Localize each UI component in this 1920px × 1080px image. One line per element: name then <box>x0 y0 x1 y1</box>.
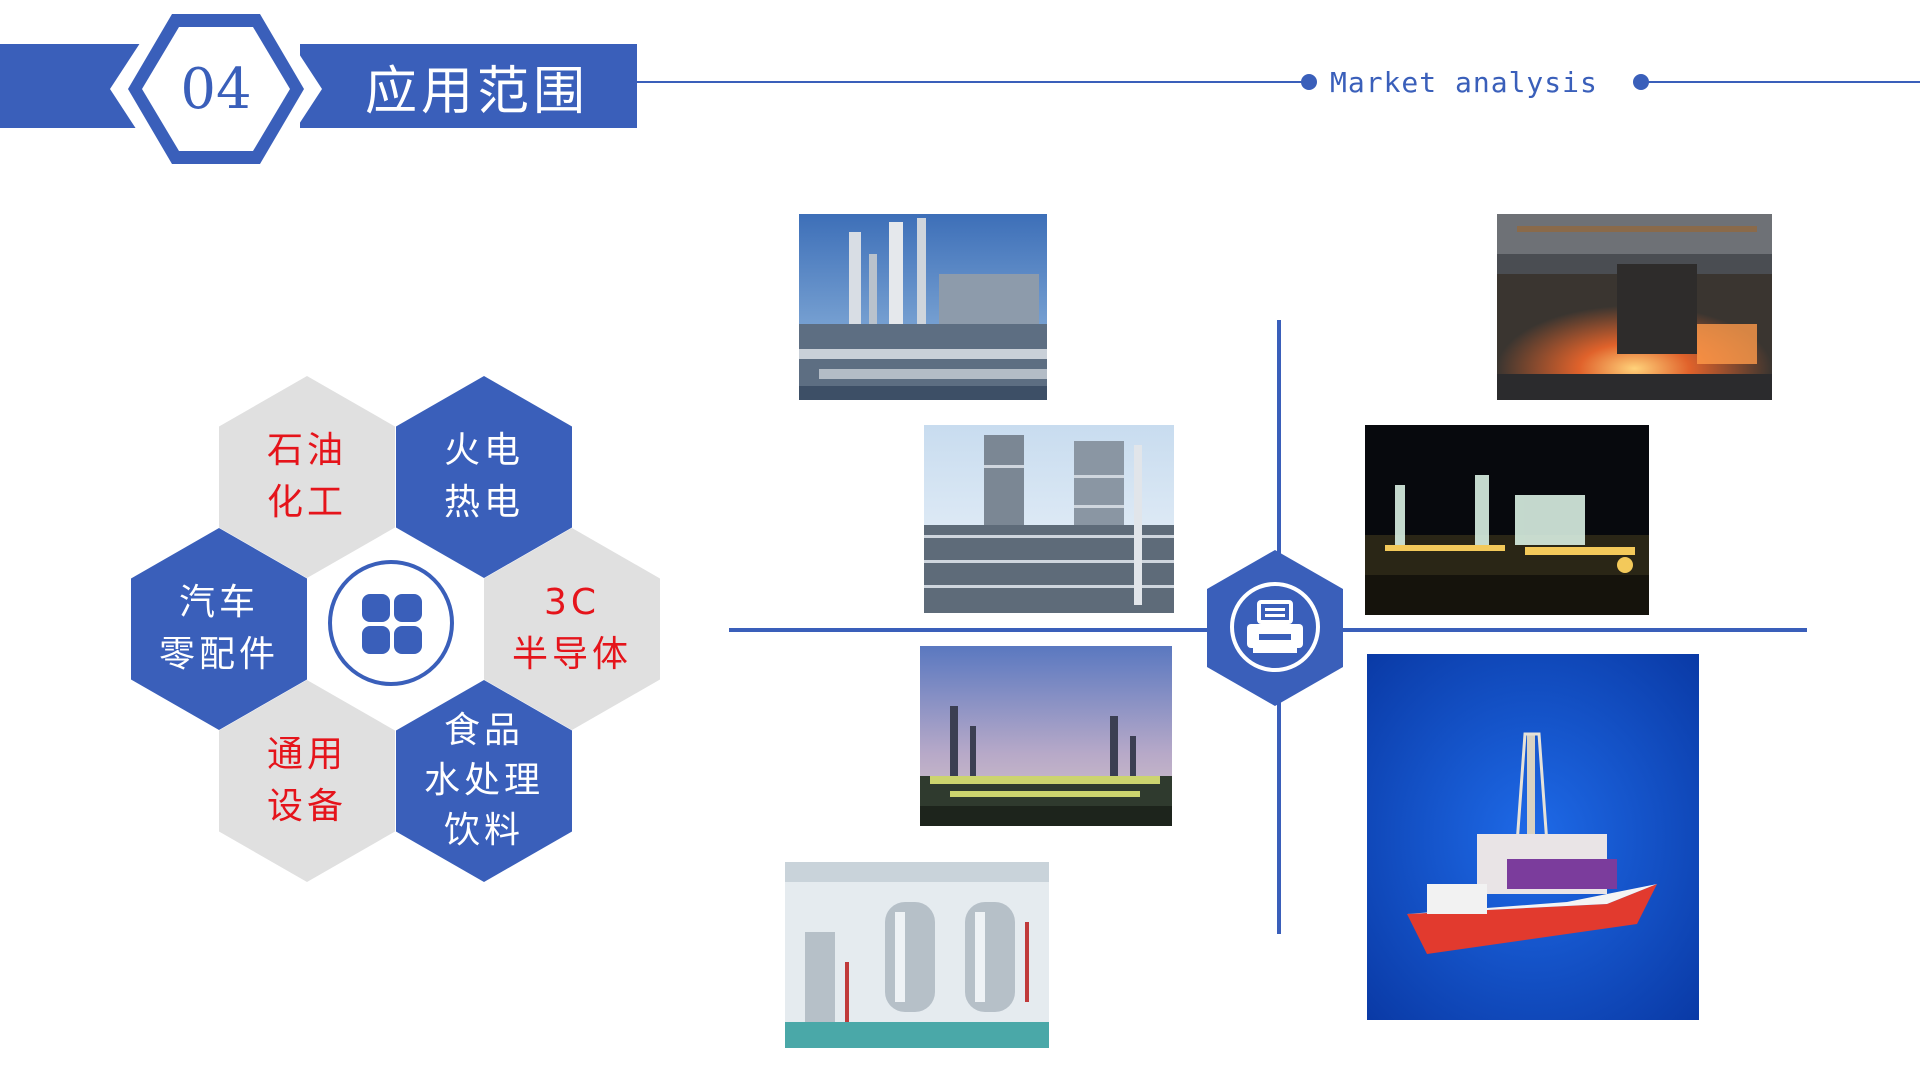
honeycomb-center-ring <box>328 560 454 686</box>
hex-label-line: 化工 <box>266 482 347 523</box>
hex-general-equipment: 通用 设备 <box>219 680 395 882</box>
photo-stainless-tanks <box>785 862 1049 1048</box>
hex-label-line: 热电 <box>443 482 524 523</box>
hex-auto-parts: 汽车 零配件 <box>131 528 307 730</box>
hex-label-line: 水处理 <box>423 760 544 801</box>
hex-label-line: 汽车 <box>178 582 259 623</box>
hex-label-line: 石油 <box>266 430 347 471</box>
header-band-right <box>300 44 637 128</box>
hex-power: 火电 热电 <box>396 376 572 578</box>
photo-steel-mill <box>1497 214 1772 400</box>
center-hexagon-ring <box>1230 582 1320 672</box>
hex-label-line: 火电 <box>443 430 524 471</box>
printer-icon <box>1247 600 1303 653</box>
hex-label-line: 半导体 <box>511 634 632 675</box>
header-subtitle: Market analysis <box>1330 66 1598 99</box>
photo-refinery-towers <box>799 214 1047 400</box>
hex-label-line: 3C <box>543 582 601 623</box>
photo-refinery-dusk <box>920 646 1172 826</box>
header-dot-left <box>1301 74 1317 90</box>
section-number: 04 <box>180 56 252 122</box>
hex-label-line: 设备 <box>266 786 347 827</box>
hex-label-line: 通用 <box>266 734 347 775</box>
hex-semiconductor: 3C 半导体 <box>484 528 660 730</box>
photo-chemical-plant <box>924 425 1174 613</box>
photo-offshore-rig <box>1367 654 1699 1020</box>
photo-plant-night <box>1365 425 1649 615</box>
hex-food-water: 食品 水处理 饮料 <box>396 680 572 882</box>
four-squares-grid-icon <box>362 594 422 654</box>
hex-label-line: 零配件 <box>158 634 279 675</box>
page-title: 应用范围 <box>365 61 590 122</box>
hex-label-line: 饮料 <box>443 810 524 851</box>
hex-label-line: 食品 <box>443 710 524 751</box>
header-divider-line-left <box>637 81 1309 83</box>
header-divider-line-right <box>1641 81 1920 83</box>
